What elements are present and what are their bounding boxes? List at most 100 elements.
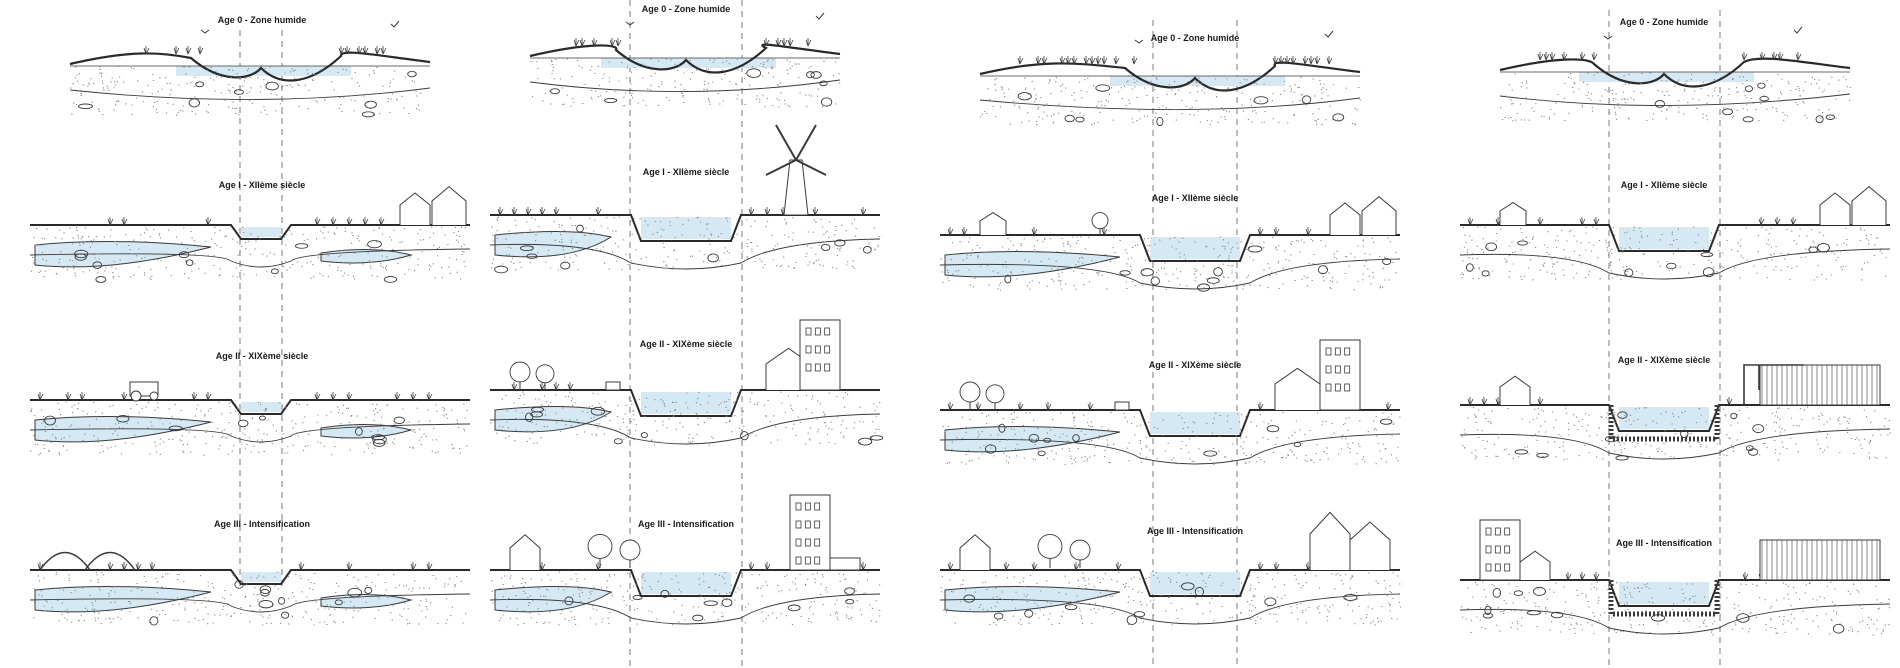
windmill-body xyxy=(783,159,809,216)
stone xyxy=(604,97,618,104)
house xyxy=(959,534,991,570)
stone xyxy=(1140,268,1154,277)
stone xyxy=(519,245,534,252)
stone xyxy=(347,587,363,598)
stone xyxy=(74,253,87,261)
stone xyxy=(234,580,244,589)
stone xyxy=(1253,96,1269,105)
bird-icon xyxy=(625,12,825,26)
house xyxy=(431,185,467,225)
stone xyxy=(78,103,93,110)
canal-water xyxy=(641,572,731,594)
stone xyxy=(820,243,831,251)
tree-crown xyxy=(619,539,641,561)
stone xyxy=(74,249,89,259)
window xyxy=(824,345,831,354)
stone xyxy=(550,88,560,95)
house xyxy=(1519,550,1551,580)
stone xyxy=(1745,445,1754,452)
stone xyxy=(1028,433,1040,443)
aquifer-line xyxy=(69,87,431,100)
stone xyxy=(1536,452,1549,458)
section-panel xyxy=(1499,26,1851,124)
ground-surface xyxy=(529,43,841,74)
stone xyxy=(1532,586,1547,596)
house xyxy=(399,192,431,225)
tree-crown xyxy=(1091,212,1109,230)
bird-icon xyxy=(1603,26,1803,40)
grass-tufts xyxy=(1758,217,1829,226)
stone xyxy=(820,97,833,107)
section-panel xyxy=(979,30,1361,127)
stone xyxy=(1126,615,1138,625)
stone xyxy=(1037,450,1046,457)
section-panel xyxy=(29,552,471,626)
stone xyxy=(1024,609,1034,618)
stone xyxy=(1722,108,1733,116)
soil-stipple xyxy=(1461,406,1891,461)
stone xyxy=(1481,270,1490,277)
stone xyxy=(178,251,190,259)
panel-title: Age I - XIIème siècle xyxy=(1151,193,1239,203)
stone xyxy=(1206,277,1220,284)
stone xyxy=(1744,85,1753,93)
stone xyxy=(1194,586,1205,597)
section-panel xyxy=(489,124,881,274)
stone xyxy=(844,587,855,596)
grass-tufts xyxy=(763,38,812,47)
stone xyxy=(1301,95,1312,104)
house xyxy=(1851,185,1887,225)
window xyxy=(1485,527,1492,536)
grass-tufts xyxy=(947,227,1108,236)
canal-water xyxy=(1619,227,1709,249)
ground-surface xyxy=(1499,57,1851,88)
window xyxy=(1494,563,1501,572)
soil-stipple xyxy=(33,571,467,626)
crane xyxy=(1743,364,1804,405)
stone xyxy=(1832,623,1845,634)
window xyxy=(1325,365,1332,374)
window xyxy=(814,556,821,565)
house xyxy=(509,534,541,570)
panel-title: Age I - XIIème siècle xyxy=(1620,180,1708,190)
stone xyxy=(1332,113,1345,122)
aquifer-line xyxy=(489,413,881,445)
stone xyxy=(1825,114,1835,120)
stone xyxy=(1759,96,1769,102)
truck xyxy=(829,557,861,571)
stone xyxy=(1156,117,1164,127)
aquifer-line xyxy=(939,258,1401,290)
stone xyxy=(1119,270,1131,276)
window xyxy=(1344,365,1351,374)
stone xyxy=(526,253,538,259)
quay-wall xyxy=(1608,580,1720,617)
stone xyxy=(1514,449,1529,455)
stone xyxy=(1702,267,1715,278)
stone xyxy=(281,611,290,619)
window xyxy=(1325,347,1332,356)
stone xyxy=(707,253,719,263)
aquifer-line xyxy=(1459,428,1891,460)
stone xyxy=(721,598,733,608)
canal-water xyxy=(1150,237,1240,259)
window xyxy=(814,345,821,354)
windmill-sails xyxy=(765,124,827,176)
groundwater-lens xyxy=(944,585,1121,613)
stone xyxy=(367,240,382,249)
stone xyxy=(1266,425,1280,433)
stone xyxy=(1517,240,1528,246)
soil-stipple xyxy=(942,411,1401,466)
window xyxy=(1344,383,1351,392)
stone xyxy=(863,245,872,254)
stone xyxy=(233,89,244,95)
grass-tufts xyxy=(37,562,156,571)
stone xyxy=(1680,429,1689,439)
stone xyxy=(1203,450,1218,457)
ground-surface xyxy=(940,569,1400,597)
panel-title: Age 0 - Zone humide xyxy=(217,15,307,25)
grass-tufts xyxy=(298,562,433,571)
stone xyxy=(1757,82,1766,89)
stone xyxy=(1482,612,1494,619)
stone xyxy=(1752,424,1765,434)
ground-surface xyxy=(1460,224,1890,252)
